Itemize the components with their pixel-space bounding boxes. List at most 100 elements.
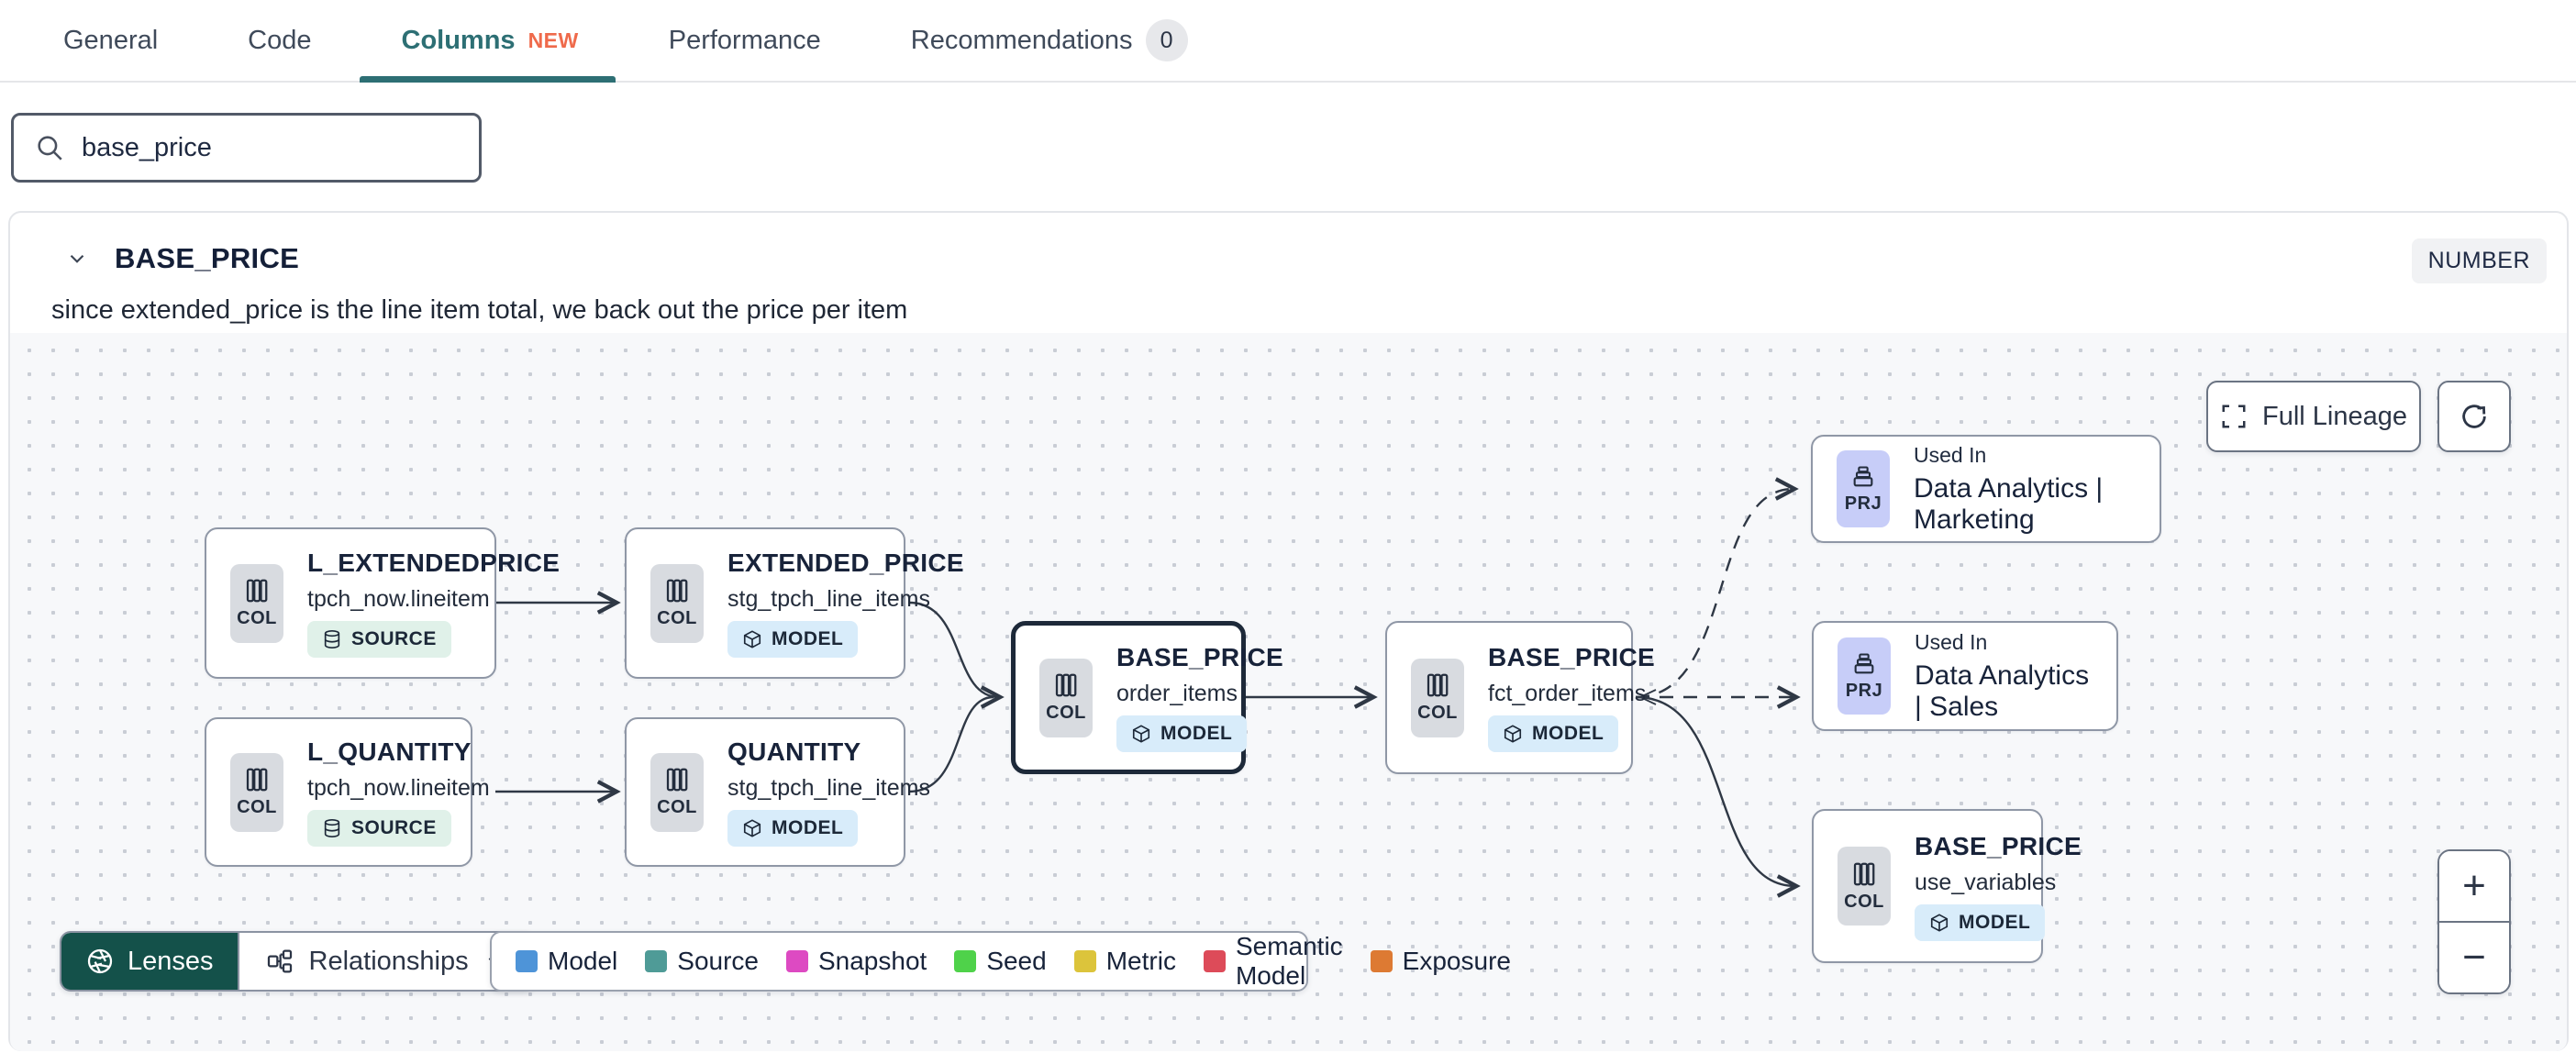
cube-icon	[1132, 725, 1150, 743]
model-badge: MODEL	[1116, 715, 1248, 752]
node-base-price-order-items[interactable]: COL BASE_PRICE order_items MODEL	[1011, 621, 1283, 774]
cube-icon	[1930, 913, 1949, 932]
node-extended-price[interactable]: COL EXTENDED_PRICE stg_tpch_line_items M…	[625, 527, 964, 679]
source-badge: SOURCE	[307, 621, 451, 658]
legend-item-seed: Seed	[954, 947, 1047, 976]
columns-icon: COL	[650, 563, 704, 643]
refresh-button[interactable]	[2437, 381, 2511, 452]
tab-label: General	[63, 25, 159, 55]
node-quantity[interactable]: COL QUANTITY stg_tpch_line_items MODEL	[625, 717, 930, 867]
node-l-quantity[interactable]: COL L_QUANTITY tpch_now.lineitem SOURCE	[205, 717, 490, 867]
column-type-badge: NUMBER	[2411, 238, 2547, 283]
legend-swatch	[954, 950, 977, 972]
lineage-legend: Model Source Snapshot Seed Metric	[490, 931, 1511, 992]
legend-item-exposure: Exposure	[1370, 947, 1511, 976]
legend-swatch	[1203, 950, 1226, 972]
lens-toolbar: Lenses Relationships	[60, 931, 535, 992]
collapse-chevron-icon[interactable]	[65, 247, 89, 271]
node-subtitle: order_items	[1116, 681, 1238, 706]
legend-item-snapshot: Snapshot	[785, 947, 927, 976]
used-in-label: Used In	[1915, 629, 1988, 654]
lineage-canvas[interactable]: COL L_EXTENDEDPRICE tpch_now.lineitem SO…	[10, 333, 2567, 1051]
hierarchy-icon	[267, 949, 292, 973]
model-badge: MODEL	[1915, 903, 2046, 941]
model-badge: MODEL	[727, 621, 859, 658]
column-search	[11, 113, 482, 183]
columns-icon: COL	[1039, 658, 1093, 737]
lenses-button[interactable]: Lenses	[61, 933, 238, 990]
node-l-extendedprice[interactable]: COL L_EXTENDEDPRICE tpch_now.lineitem SO…	[205, 527, 560, 679]
zoom-controls: + −	[2437, 849, 2511, 994]
model-badge: MODEL	[1488, 715, 1619, 752]
cube-icon	[1504, 725, 1522, 743]
node-subtitle: tpch_now.lineitem	[307, 775, 490, 801]
tab-label: Performance	[668, 25, 821, 55]
legend-item-source: Source	[645, 947, 759, 976]
legend-swatch	[1073, 950, 1096, 972]
tab-columns[interactable]: Columns NEW	[359, 0, 616, 83]
cube-icon	[743, 819, 761, 837]
tab-label: Code	[248, 25, 312, 55]
node-title: Data Analytics | Sales	[1915, 660, 2090, 722]
node-base-price-fct-order-items[interactable]: COL BASE_PRICE fct_order_items MODEL	[1385, 621, 1655, 774]
tab-general[interactable]: General	[63, 0, 158, 81]
zoom-out-button[interactable]: −	[2439, 923, 2509, 992]
node-used-in-sales[interactable]: PRJ Used In Data Analytics | Sales	[1812, 621, 2118, 731]
columns-icon: COL	[650, 752, 704, 832]
column-name: BASE_PRICE	[115, 242, 300, 274]
tab-recommendations[interactable]: Recommendations 0	[911, 0, 1188, 81]
cube-icon	[743, 630, 761, 648]
legend-swatch	[516, 950, 538, 972]
database-icon	[324, 630, 340, 648]
used-in-label: Used In	[1914, 442, 1987, 467]
legend-item-metric: Metric	[1073, 947, 1176, 976]
legend-swatch	[785, 950, 808, 972]
tab-bar: General Code Columns NEW Performance Rec…	[0, 0, 2576, 83]
tab-performance[interactable]: Performance	[669, 0, 821, 81]
full-lineage-button[interactable]: Full Lineage	[2206, 381, 2421, 452]
source-badge: SOURCE	[307, 810, 451, 847]
tab-label: Columns	[401, 25, 516, 55]
tab-label: Recommendations	[910, 25, 1133, 55]
column-description: since extended_price is the line item to…	[51, 295, 908, 325]
legend-swatch	[1370, 950, 1393, 972]
tab-code[interactable]: Code	[248, 0, 311, 81]
database-icon	[324, 819, 340, 837]
columns-icon: COL	[1838, 847, 1891, 926]
lineage-edges	[495, 477, 1801, 898]
relationships-dropdown[interactable]: Relationships	[237, 933, 533, 990]
refresh-icon	[2462, 405, 2486, 428]
aperture-icon	[87, 948, 113, 974]
columns-icon: COL	[230, 752, 283, 832]
count-badge: 0	[1145, 19, 1188, 61]
new-badge: NEW	[527, 28, 579, 52]
node-title: EXTENDED_PRICE	[727, 549, 964, 577]
node-title: Data Analytics | Marketing	[1914, 472, 2104, 535]
node-title: BASE_PRICE	[1116, 643, 1283, 671]
legend-item-semantic-model: Semantic Model	[1203, 932, 1343, 991]
search-icon	[34, 132, 65, 163]
project-icon: PRJ	[1838, 637, 1891, 715]
column-panel-header: BASE_PRICE NUMBER since extended_price i…	[10, 213, 2567, 333]
node-base-price-use-variables[interactable]: COL BASE_PRICE use_variables MODEL	[1812, 809, 2082, 963]
node-subtitle: stg_tpch_line_items	[727, 586, 930, 612]
node-title: BASE_PRICE	[1488, 643, 1655, 671]
column-panel: BASE_PRICE NUMBER since extended_price i…	[8, 211, 2569, 1051]
node-subtitle: tpch_now.lineitem	[307, 586, 490, 612]
node-subtitle: use_variables	[1915, 869, 2057, 895]
search-input[interactable]	[82, 132, 459, 163]
node-title: QUANTITY	[727, 737, 861, 766]
node-title: BASE_PRICE	[1915, 831, 2082, 860]
expand-icon	[2222, 405, 2246, 428]
node-subtitle: stg_tpch_line_items	[727, 775, 930, 801]
node-title: L_QUANTITY	[307, 737, 472, 766]
model-badge: MODEL	[727, 810, 859, 847]
node-title: L_EXTENDEDPRICE	[307, 549, 561, 577]
legend-item-model: Model	[516, 947, 617, 976]
node-subtitle: fct_order_items	[1488, 681, 1647, 706]
node-used-in-marketing[interactable]: PRJ Used In Data Analytics | Marketing	[1811, 435, 2161, 543]
zoom-in-button[interactable]: +	[2439, 851, 2509, 923]
columns-icon: COL	[1411, 658, 1464, 737]
project-icon: PRJ	[1837, 450, 1890, 527]
